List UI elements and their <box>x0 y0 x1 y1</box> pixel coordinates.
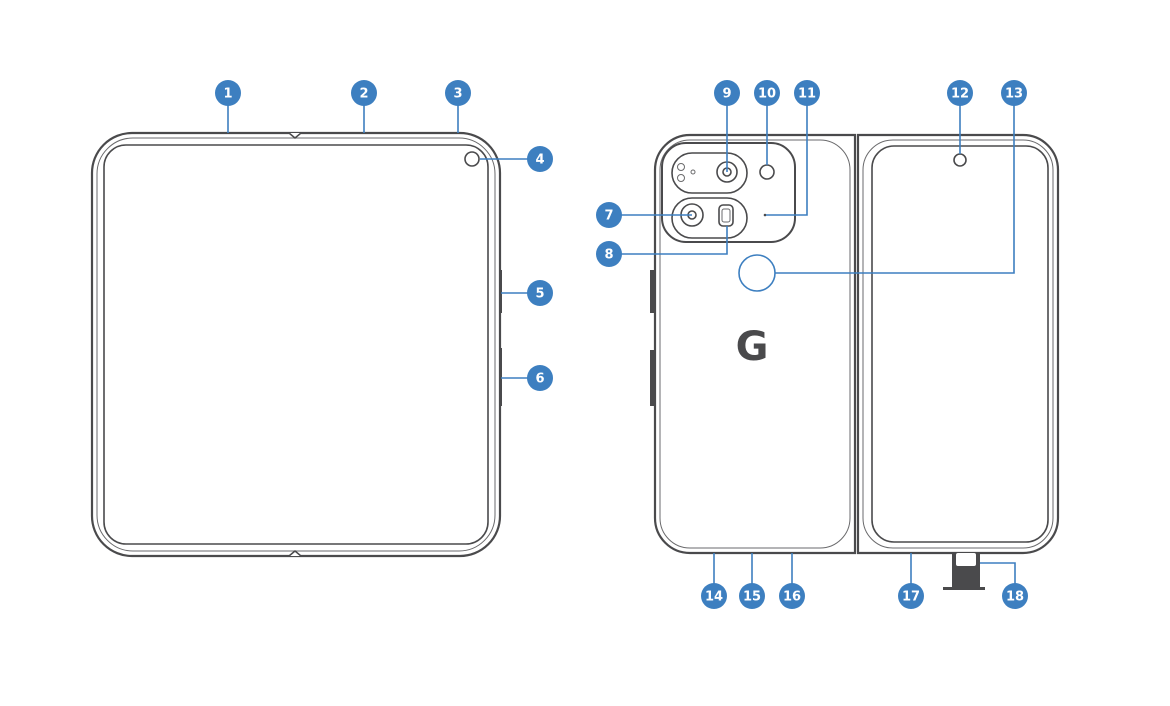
unfolded-phone: G <box>650 133 1060 590</box>
callout-number: 1 <box>223 87 232 102</box>
callout-number: 15 <box>743 590 761 605</box>
callout-badge-3: 3 <box>445 80 471 106</box>
left-button-lower <box>650 350 655 406</box>
outer-screen <box>103 144 489 545</box>
callout-leader-8 <box>609 226 728 255</box>
google-logo: G <box>736 324 769 370</box>
left-button-upper <box>650 270 655 313</box>
callout-badge-11: 11 <box>794 80 820 106</box>
callout-leader-13 <box>775 93 1015 274</box>
callout-number: 11 <box>798 87 816 102</box>
callout-number: 4 <box>535 153 544 168</box>
callout-number: 14 <box>705 590 723 605</box>
callout-number: 17 <box>902 590 920 605</box>
callout-badge-9: 9 <box>714 80 740 106</box>
callout-badge-14: 14 <box>701 583 727 609</box>
microphone <box>763 213 767 217</box>
callout-number: 12 <box>951 87 969 102</box>
callout-number: 10 <box>758 87 776 102</box>
callout-badge-16: 16 <box>779 583 805 609</box>
callout-badge-4: 4 <box>527 146 553 172</box>
callout-badge-6: 6 <box>527 365 553 391</box>
folded-phone-front <box>90 131 502 558</box>
callout-badge-18: 18 <box>1002 583 1028 609</box>
sim-tray <box>943 553 985 590</box>
front-camera <box>464 151 480 167</box>
callout-number: 8 <box>604 248 613 263</box>
callout-number: 16 <box>783 590 801 605</box>
callout-badge-2: 2 <box>351 80 377 106</box>
callout-badge-13: 13 <box>1001 80 1027 106</box>
callout-badge-7: 7 <box>596 202 622 228</box>
callout-badge-5: 5 <box>527 280 553 306</box>
callout-number: 6 <box>535 372 544 387</box>
callout-badge-10: 10 <box>754 80 780 106</box>
callout-number: 7 <box>604 209 613 224</box>
callout-number: 18 <box>1006 590 1024 605</box>
callout-badge-17: 17 <box>898 583 924 609</box>
callout-badge-12: 12 <box>947 80 973 106</box>
callout-number: 13 <box>1005 87 1023 102</box>
ultrawide-camera <box>718 204 734 227</box>
camera-bar <box>661 142 796 243</box>
callout-number: 3 <box>453 87 462 102</box>
callout-badge-15: 15 <box>739 583 765 609</box>
callout-badge-8: 8 <box>596 241 622 267</box>
callout-number: 2 <box>359 87 368 102</box>
callout-number: 5 <box>535 287 544 302</box>
callout-badge-1: 1 <box>215 80 241 106</box>
callout-leader-11 <box>766 93 808 216</box>
callout-number: 9 <box>722 87 731 102</box>
